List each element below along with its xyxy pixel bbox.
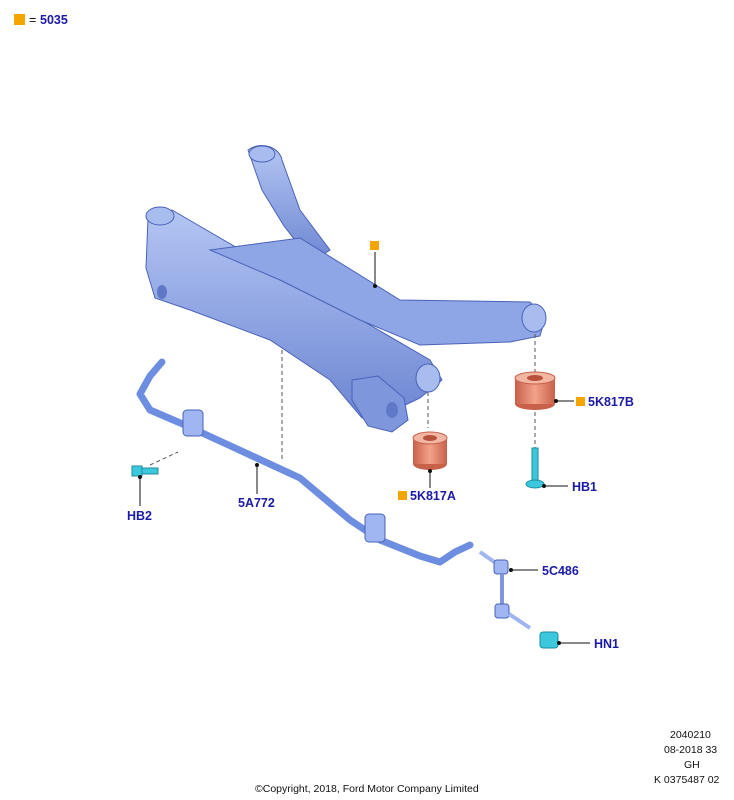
legend-marker	[14, 14, 25, 25]
bolt-hb2	[131, 465, 159, 477]
callout-hb1: HB1	[572, 480, 597, 494]
callout-5a772: 5A772	[238, 496, 275, 510]
bushing-a-marker	[398, 491, 407, 500]
footer-line-3: GH	[684, 759, 700, 771]
legend: = 5035	[14, 13, 68, 27]
legend-equals: =	[29, 13, 36, 27]
callout-5k817b: 5K817B	[588, 395, 634, 409]
rear-subframe	[145, 145, 547, 433]
subframe-mount-rear-right	[521, 303, 547, 333]
frame-callout-marker	[370, 241, 379, 250]
bushing-b-marker	[576, 397, 585, 406]
callout-hb2: HB2	[127, 509, 152, 523]
footer-line-2: 08-2018 33	[664, 744, 717, 756]
callout-hn1: HN1	[594, 637, 619, 651]
stabilizer-bar	[136, 358, 474, 566]
align-line-hb2	[149, 451, 179, 466]
subframe-mount-front-right	[415, 363, 441, 393]
bushing-5k817b	[514, 371, 556, 410]
callout-5c486: 5C486	[542, 564, 579, 578]
bushing-5k817a	[412, 431, 448, 470]
subframe-mount-front-left	[145, 206, 175, 226]
legend-value: 5035	[40, 13, 68, 27]
callout-5k817a: 5K817A	[410, 489, 456, 503]
frame-leader-dot	[373, 284, 377, 288]
subframe-mount-rear-left	[248, 145, 276, 163]
stabilizer-link	[478, 550, 532, 630]
footer-line-4: K 0375487 02	[654, 774, 720, 786]
nut-hn1	[539, 631, 559, 649]
copyright: ©Copyright, 2018, Ford Motor Company Lim…	[255, 783, 479, 795]
footer-line-1: 2040210	[670, 729, 711, 741]
bolt-hb1	[525, 447, 545, 489]
